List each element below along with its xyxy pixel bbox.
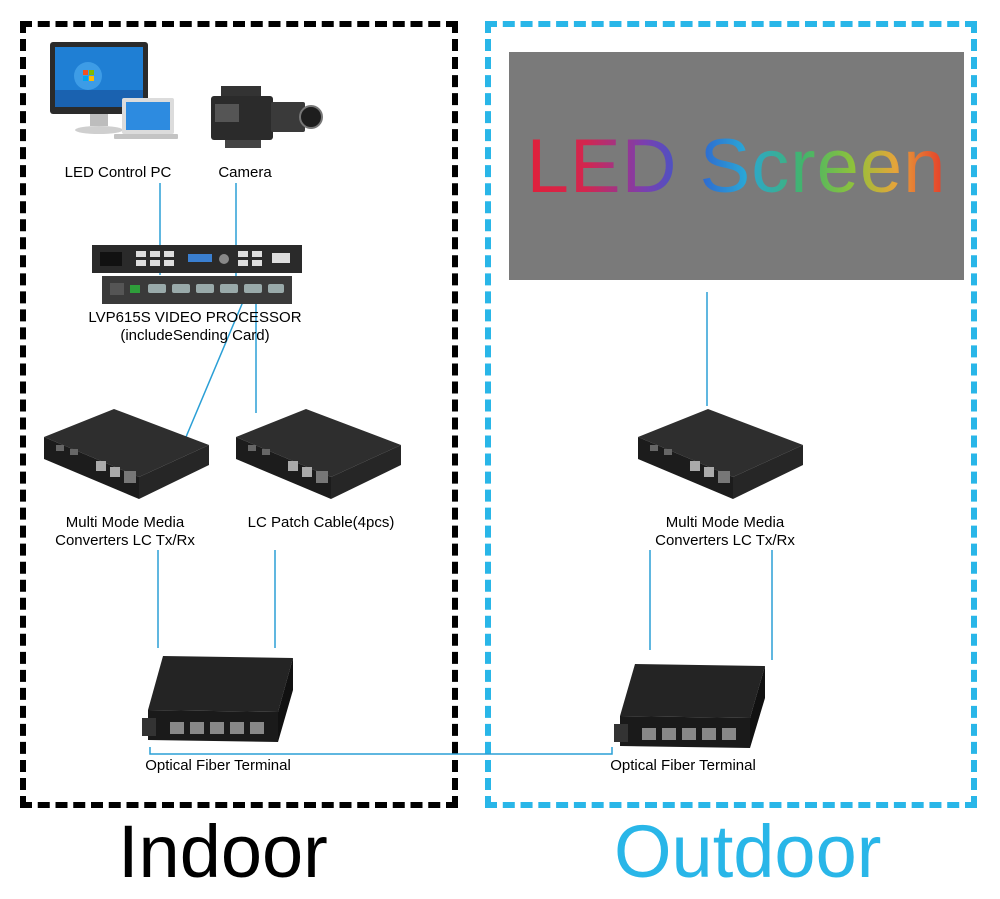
camera-label: Camera bbox=[218, 164, 272, 181]
fiber-terminal-right-image bbox=[614, 664, 765, 748]
media-converter-left-label: Multi Mode Media Converters LC Tx/Rx bbox=[40, 514, 210, 550]
media-converter-middle-image bbox=[236, 409, 401, 499]
video-processor-label-line2: (includeSending Card) bbox=[120, 327, 270, 344]
fiber-terminal-right-label: Optical Fiber Terminal bbox=[610, 757, 756, 774]
indoor-zone bbox=[20, 21, 458, 808]
camera-image bbox=[211, 86, 323, 148]
media-converter-right-image bbox=[638, 409, 803, 499]
media-converter-left-label-line2: Converters LC Tx/Rx bbox=[55, 532, 195, 549]
video-processor-image bbox=[92, 245, 302, 304]
media-converter-left-image bbox=[44, 409, 209, 499]
control-pc-label: LED Control PC bbox=[64, 164, 172, 181]
fiber-terminal-left-image bbox=[142, 656, 293, 742]
media-converter-right-label-line1: Multi Mode Media bbox=[665, 514, 785, 531]
video-processor-label-line1: LVP615S VIDEO PROCESSOR bbox=[88, 309, 302, 326]
wire-processor-converter-left bbox=[185, 284, 251, 438]
video-processor-label: LVP615S VIDEO PROCESSOR (includeSending … bbox=[60, 309, 330, 345]
patch-cable-label: LC Patch Cable(4pcs) bbox=[247, 514, 395, 531]
media-converter-right-label: Multi Mode Media Converters LC Tx/Rx bbox=[640, 514, 810, 550]
led-screen-text: LED Screen bbox=[526, 123, 947, 209]
outdoor-label: Outdoor bbox=[614, 810, 882, 893]
control-pc-image bbox=[50, 42, 178, 139]
wire-fiber-link bbox=[149, 747, 613, 755]
indoor-label: Indoor bbox=[118, 810, 328, 893]
fiber-terminal-left-label: Optical Fiber Terminal bbox=[145, 757, 291, 774]
media-converter-right-label-line2: Converters LC Tx/Rx bbox=[655, 532, 795, 549]
led-screen: LED Screen bbox=[509, 52, 964, 280]
outdoor-zone bbox=[485, 21, 977, 808]
media-converter-left-label-line1: Multi Mode Media bbox=[65, 514, 185, 531]
